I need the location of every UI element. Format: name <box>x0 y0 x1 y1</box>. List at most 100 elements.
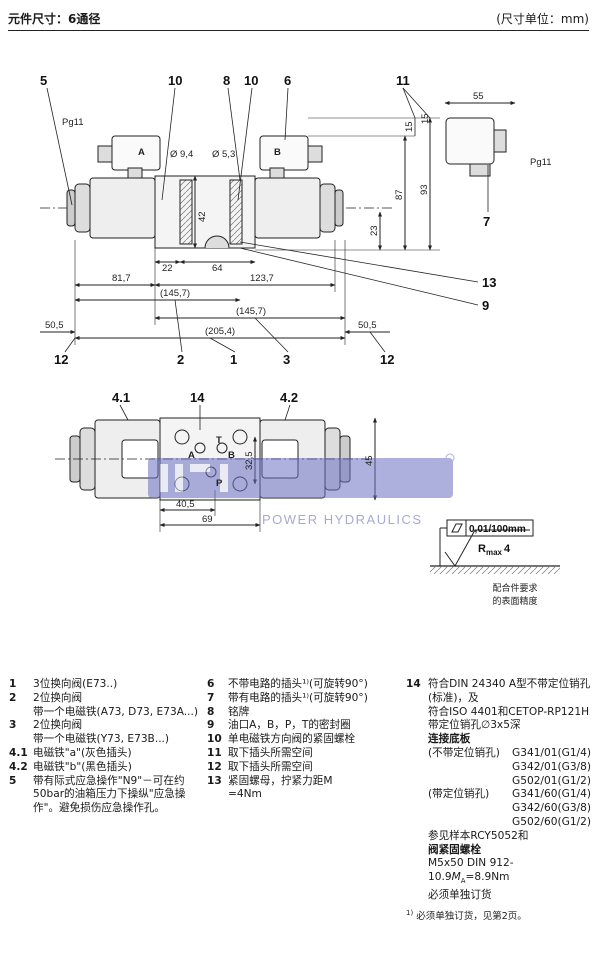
legend-line: 带一个电磁铁(A73, D73, E73A...) <box>33 705 198 718</box>
coil-a-label: A <box>138 147 145 158</box>
legend-line: 电磁铁"b"(黑色插头) <box>33 760 132 773</box>
legend-num: 13 <box>207 774 222 787</box>
dim-42: 42 <box>197 211 208 222</box>
top-view <box>40 87 516 353</box>
callout-4-1: 4.1 <box>112 390 130 405</box>
callout-13: 13 <box>482 275 496 290</box>
dim-87: 87 <box>394 189 405 200</box>
surface-note: 配合件要求 的表面精度 <box>492 584 538 607</box>
footnote: 1) 必须单独订货，见第2页。 <box>406 908 527 922</box>
legend-line: 必须单独订货 <box>428 889 492 902</box>
surface-finish-symbol <box>430 519 560 574</box>
dim-123-7: 123,7 <box>250 273 274 284</box>
callout-14: 14 <box>190 390 205 405</box>
plug-side-view <box>445 117 495 165</box>
legend-num: 10 <box>207 733 222 746</box>
dim-22: 22 <box>162 263 173 274</box>
dim-23: 23 <box>369 225 380 236</box>
dim-69: 69 <box>202 514 213 525</box>
dim-145-7-a: (145,7) <box>160 288 190 299</box>
callout-12-right: 12 <box>380 352 394 367</box>
dim-50-5-b: 50,5 <box>358 320 377 331</box>
legend-line: 符合ISO 4401和CETOP-RP121H <box>428 705 590 718</box>
dim-145-7-b: (145,7) <box>236 306 266 317</box>
dim-40-5: 40,5 <box>176 499 195 510</box>
callout-10-right: 10 <box>244 73 258 88</box>
legend-num: 5 <box>9 774 17 787</box>
dim-55: 55 <box>473 91 484 102</box>
legend-line: 带有际式应急操作"N9"－可在约 <box>33 774 185 787</box>
legend-line: 带有电路的插头¹⁾(可旋转90°) <box>228 691 368 704</box>
legend-item: 9 油口A，B，P，T的密封圈 <box>207 719 402 733</box>
legend-line: 油口A，B，P，T的密封圈 <box>228 719 351 732</box>
part-no: G342/01(G3/8) <box>512 760 592 773</box>
legend-line: 取下插头所需空间 <box>228 746 313 759</box>
legend-line: 铭牌 <box>228 705 250 718</box>
legend-line: 连接底板 <box>428 733 471 746</box>
nameplate-arc <box>204 235 230 249</box>
solenoid-left <box>89 177 156 239</box>
plug-left <box>111 135 161 171</box>
dim-15-a: 15 <box>404 121 415 132</box>
legend-item: 7 带有电路的插头¹⁾(可旋转90°) <box>207 692 402 706</box>
legend-num: 9 <box>207 719 215 732</box>
part-no: G341/01(G1/4) <box>512 746 592 759</box>
dim-15-b: 15 <box>420 113 431 124</box>
group-label: (不带定位销孔) <box>428 746 500 759</box>
port-p: P <box>216 478 223 489</box>
legend-item: 11 取下插头所需空间 <box>207 747 402 761</box>
dim-45: 45 <box>364 455 375 466</box>
legend-line: 符合DIN 24340 A型不带定位销孔 <box>428 678 591 690</box>
legend-num: 8 <box>207 705 215 718</box>
callout-9: 9 <box>482 298 489 313</box>
dia-9-4: Ø 9,4 <box>170 149 193 160</box>
legend-num: 1 <box>9 678 17 690</box>
part-no: G502/60(G1/2) <box>512 815 592 828</box>
legend-line: 2位换向阀 <box>33 719 83 732</box>
dim-32-5: 32,5 <box>244 452 255 471</box>
legend-line: 作"。避免损伤应急操作孔。 <box>33 802 165 815</box>
dim-81-7: 81,7 <box>112 273 131 284</box>
part-no: G502/01(G1/2) <box>512 774 592 787</box>
legend-line: 紧固螺母，拧紧力距M <box>228 774 333 787</box>
header-units: (尺寸单位：mm) <box>496 12 589 26</box>
header-title: 元件尺寸：6通径 <box>8 12 101 26</box>
watermark-text: POWER HYDRAULICS <box>262 512 423 527</box>
callout-4-2: 4.2 <box>280 390 298 405</box>
legend-line: 3位换向阀(E73..) <box>33 678 118 690</box>
port-hole <box>174 429 190 445</box>
legend-num: 3 <box>9 719 17 732</box>
dim-64: 64 <box>212 263 223 274</box>
legend-line: (标准)，及 <box>428 691 479 704</box>
legend-line: 不带电路的插头¹⁾(可旋转90°) <box>228 678 368 690</box>
flatness-value: 0,01/100mm <box>469 524 526 535</box>
legend-num: 11 <box>207 746 222 759</box>
port-a: A <box>188 450 195 461</box>
callout-11: 11 <box>396 73 410 88</box>
callout-6: 6 <box>284 73 291 88</box>
legend-line: 带一个电磁铁(Y73, E73B...) <box>33 733 170 746</box>
callout-1: 1 <box>230 352 237 367</box>
callout-12-left: 12 <box>54 352 68 367</box>
nut-right <box>319 183 336 233</box>
legend-num: 7 <box>207 691 215 704</box>
part-no: G341/60(G1/4) <box>512 788 592 801</box>
port-b: B <box>228 450 235 461</box>
legend-line: 带定位销孔∅3x5深 <box>428 719 521 732</box>
legend-item: 1 3位换向阀(E73..) <box>9 678 199 692</box>
legend-num: 12 <box>207 760 222 773</box>
callout-3: 3 <box>283 352 290 367</box>
legend-line: M5x50 DIN 912-10.9MA=8.9Nm <box>428 857 514 886</box>
callout-7: 7 <box>483 214 490 229</box>
dim-50-5-a: 50,5 <box>45 320 64 331</box>
